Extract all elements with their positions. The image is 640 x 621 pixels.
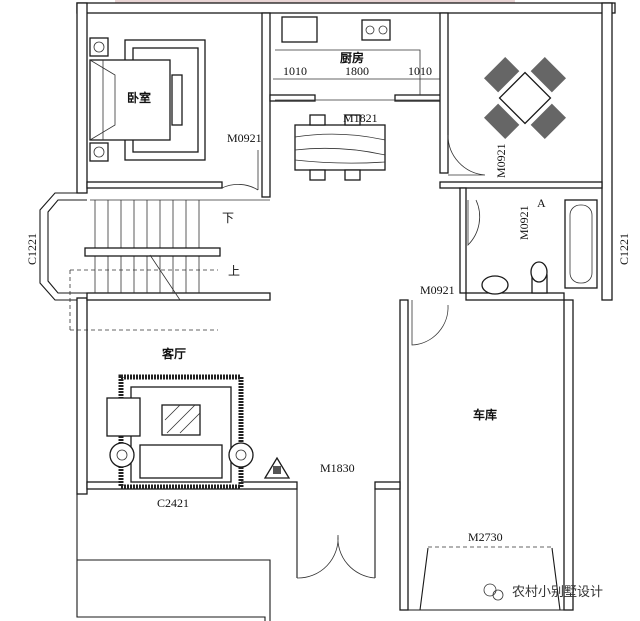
garage-label: 车库 (473, 407, 497, 422)
bedroom-door-label: M0921 (227, 131, 262, 145)
living-window-label: C2421 (157, 496, 189, 510)
living-room-label: 客厅 (161, 346, 186, 361)
bathtub-icon (564, 199, 598, 289)
stove-icon (273, 16, 440, 101)
marker-label: A (537, 196, 546, 210)
dimension-label: 1800 (345, 64, 369, 78)
bed-icon (89, 37, 206, 162)
garage-side-door-label: M0921 (420, 283, 455, 297)
watermark-text: 农村小别墅设计 (512, 585, 603, 600)
dining-door-label: M0921 (494, 143, 508, 178)
main-door-label: M1830 (320, 461, 355, 475)
bath-window-label: C1221 (617, 233, 631, 265)
stairs-up-label: 上 (228, 264, 240, 278)
stair-window-label: C1221 (25, 233, 39, 265)
sink-icon (481, 275, 509, 295)
watermark: 农村小别墅设计 (483, 583, 603, 601)
kitchen-label: 厨房 (340, 50, 364, 65)
top-smudge (115, 0, 515, 4)
garage-door-label: M2730 (468, 530, 503, 544)
sofa-set-icon (106, 374, 291, 490)
dimension-label: 1010 (408, 64, 432, 78)
stairs-down-label: 下 (222, 211, 234, 225)
staircase (69, 199, 270, 331)
dimension-label: 1010 (283, 64, 307, 78)
bathroom-door-label: M0921 (517, 205, 531, 240)
walls (39, 2, 616, 621)
wechat-icon (483, 583, 504, 601)
door-swings (221, 134, 552, 579)
bedroom-label: 卧室 (127, 90, 151, 105)
dining-table-icon (294, 114, 386, 181)
square-table-icon (483, 56, 567, 140)
kitchen-door-label: M1821 (343, 111, 378, 125)
toilet-icon (481, 261, 548, 295)
